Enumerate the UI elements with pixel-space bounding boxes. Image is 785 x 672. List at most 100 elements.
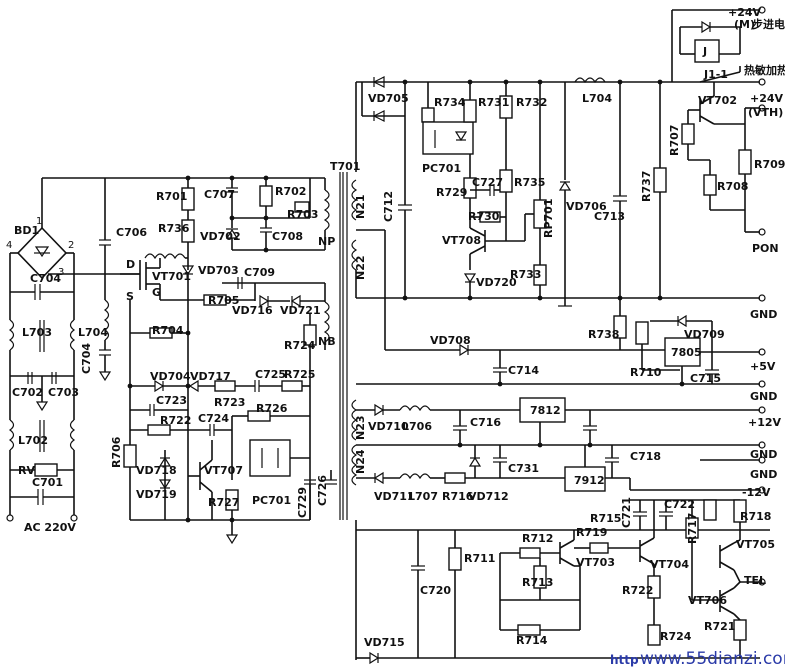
label-r733: R733: [510, 268, 541, 281]
label-r724b: R724: [660, 630, 692, 643]
label-bd-pin4: 4: [6, 240, 12, 251]
label-vd720: VD720: [476, 276, 517, 289]
label-vd716: VD716: [232, 304, 273, 317]
label-c725: C725: [255, 368, 286, 381]
watermark-site: www.55dianzi.com: [640, 649, 785, 669]
label-r735: R735: [514, 176, 545, 189]
label-np: NP: [318, 235, 335, 248]
label-r730: R730: [468, 210, 500, 223]
label-7812: 7812: [530, 404, 561, 417]
label-r722b: R722: [622, 584, 653, 597]
label-vd717: VD717: [190, 370, 231, 383]
label-vt702: VT702: [698, 94, 737, 107]
label-pc701a: PC701: [252, 494, 291, 507]
label-rv: RV: [18, 464, 35, 477]
label-c702: C702: [12, 386, 43, 399]
label-r724: R724: [284, 339, 316, 352]
label-c704a: C704: [30, 272, 61, 285]
label-relay-j: J: [702, 45, 707, 58]
label-c720: C720: [420, 584, 451, 597]
label-r710: R710: [630, 366, 662, 379]
label-d: D: [126, 258, 135, 271]
label-r722: R722: [160, 414, 191, 427]
label-r731: R731: [478, 96, 509, 109]
label-r702: R702: [275, 185, 306, 198]
label-vd709: VD709: [684, 328, 725, 341]
label-vd703: VD703: [198, 264, 239, 277]
label-c722: C722: [664, 498, 695, 511]
label-r726: R726: [256, 402, 288, 415]
label-vd715: VD715: [364, 636, 405, 649]
label-r719: R719: [576, 526, 607, 539]
label-r704: R704: [152, 324, 184, 337]
label-vt704: VT704: [650, 558, 689, 571]
label-heater: 热敏加热: [744, 63, 785, 77]
label-r725: R725: [284, 368, 315, 381]
label-m: (M): [734, 18, 755, 31]
label-7805: 7805: [671, 346, 702, 359]
label-c701: C701: [32, 476, 63, 489]
label-c718: C718: [630, 450, 661, 463]
label-pc701b: PC701: [422, 162, 461, 175]
label-n24: N24: [354, 449, 367, 474]
label-pon: PON: [752, 242, 779, 255]
label-r729: R729: [436, 186, 467, 199]
label-c731: C731: [508, 462, 539, 475]
label-vd704: VD704: [150, 370, 191, 383]
label-r703: R703: [287, 208, 318, 221]
label-vd712: VD712: [468, 490, 509, 503]
label-r727: R727: [208, 496, 239, 509]
regulator-12v-section: [351, 397, 766, 494]
primary-section: [120, 172, 348, 545]
label-r712: R712: [522, 532, 553, 545]
input-filter-section: [6, 177, 325, 522]
label-l702: L702: [18, 434, 48, 447]
label-c721: C721: [620, 497, 633, 528]
label-r706: R706: [110, 436, 123, 468]
label-c712: C712: [382, 191, 395, 222]
label-c723: C723: [156, 394, 187, 407]
label-bd: BD1: [14, 224, 39, 237]
label-n22: N22: [354, 255, 367, 280]
label-vt703: VT703: [576, 556, 615, 569]
label-plus5v: +5V: [750, 360, 776, 373]
label-r718: R718: [740, 510, 771, 523]
label-c708: C708: [272, 230, 303, 243]
label-c714: C714: [508, 364, 539, 377]
label-l706: L706: [402, 420, 432, 433]
label-minus12v: -12V: [742, 486, 771, 499]
label-vt701: VT701: [152, 270, 191, 283]
label-c709: C709: [244, 266, 275, 279]
label-gnd4: GND: [750, 468, 777, 481]
label-bd-pin3: 3: [58, 267, 64, 278]
label-vd708: VD708: [430, 334, 471, 347]
label-vd711: VD711: [374, 490, 415, 503]
label-r715: R715: [590, 512, 621, 525]
label-c727: C727: [472, 176, 503, 189]
label-r717: R717: [686, 513, 699, 544]
label-r734: R734: [434, 96, 466, 109]
label-r707: R707: [668, 125, 681, 156]
label-vd718: VD718: [136, 464, 177, 477]
label-ac: AC 220V: [24, 521, 76, 534]
label-c704b: C704: [80, 343, 93, 374]
label-rp701: RP701: [542, 199, 555, 239]
label-vt706: VT706: [688, 594, 727, 607]
label-r705: R705: [208, 294, 239, 307]
label-vth: (VTH): [748, 106, 783, 119]
label-vt705: VT705: [736, 538, 775, 551]
label-l707: L707: [408, 490, 438, 503]
label-vd710: VD710: [368, 420, 409, 433]
regulator-5v-section: [356, 298, 766, 388]
label-j11: J1-1: [703, 68, 728, 81]
label-l704b: L704: [582, 92, 612, 105]
watermark: http www.55dianzi.com: [610, 649, 785, 669]
label-7912: 7912: [574, 474, 605, 487]
label-c724: C724: [198, 412, 229, 425]
label-c716: C716: [470, 416, 501, 429]
label-r708: R708: [717, 180, 748, 193]
label-r714: R714: [516, 634, 548, 647]
label-r713: R713: [522, 576, 553, 589]
label-r711: R711: [464, 552, 495, 565]
label-c707: C707: [204, 188, 235, 201]
